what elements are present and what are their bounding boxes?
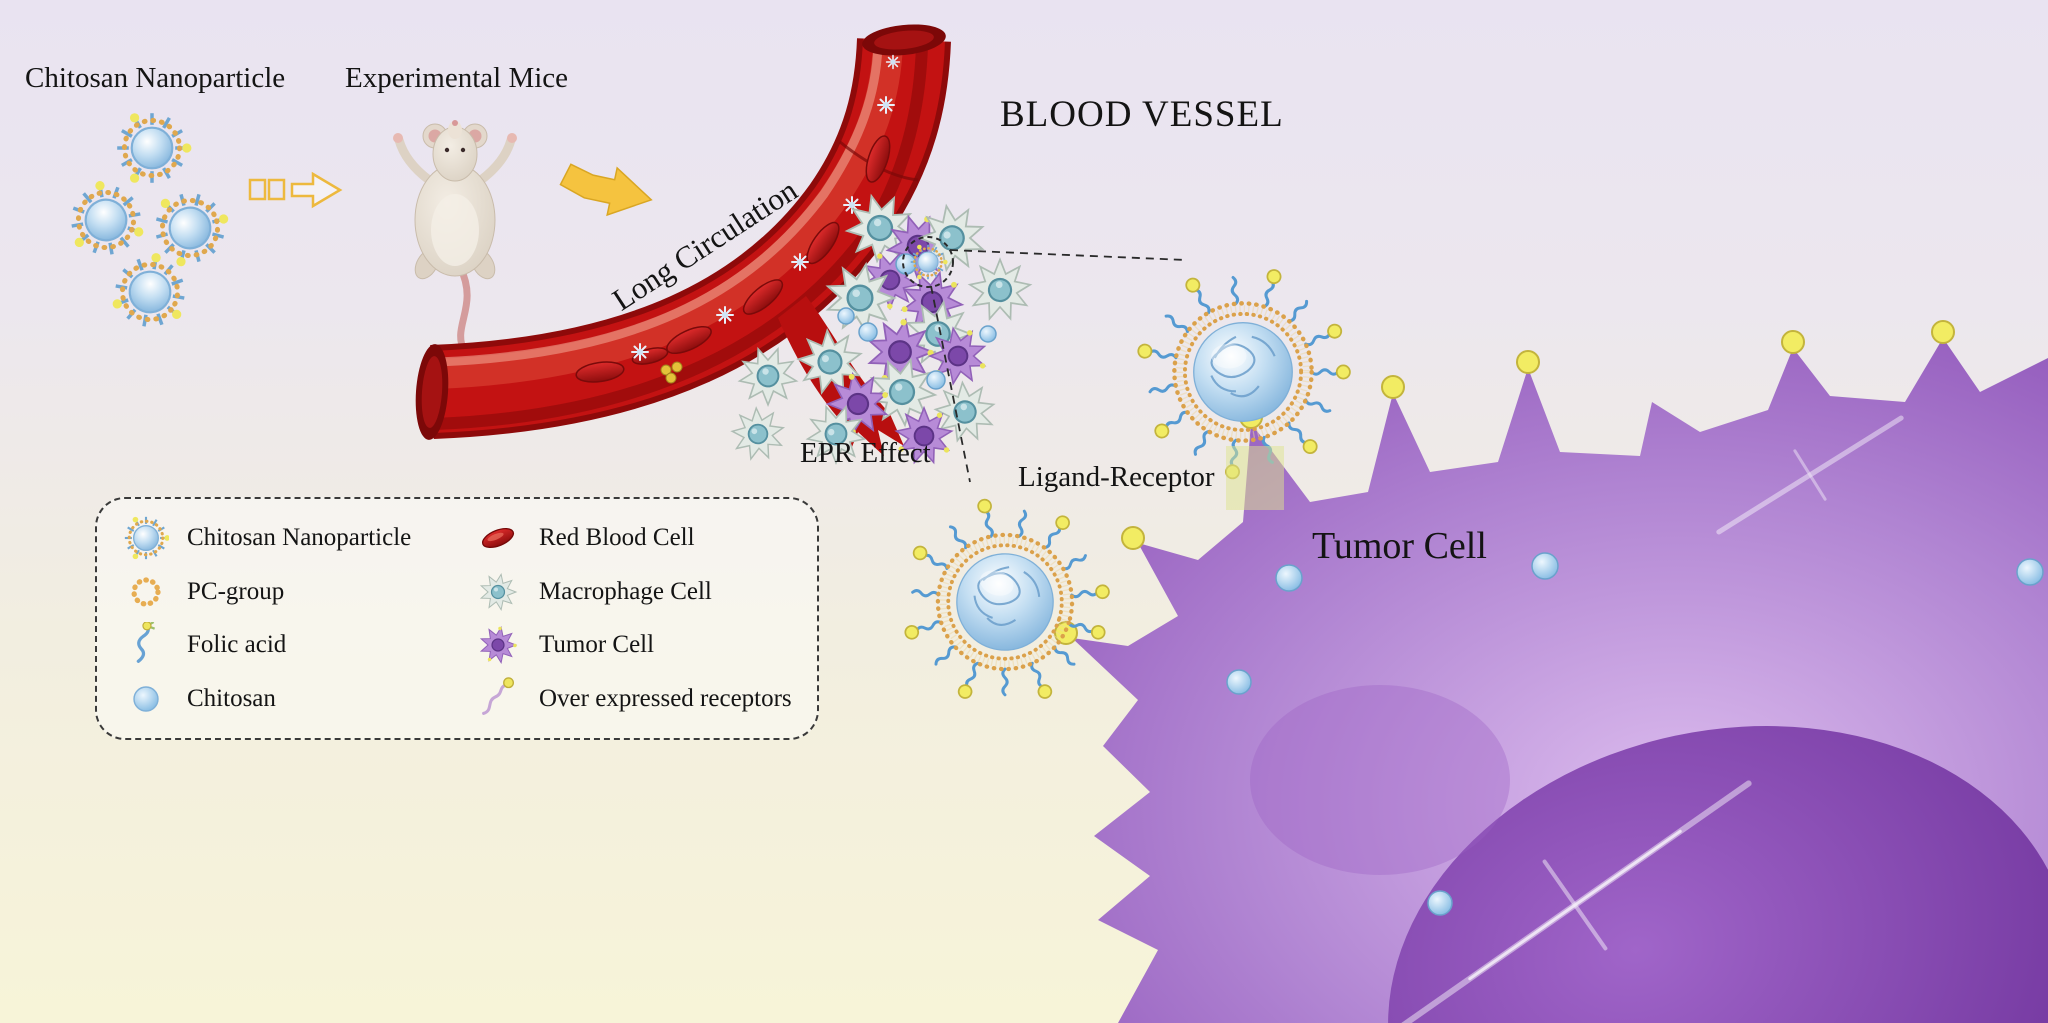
red-blood-cell-icon (481, 527, 515, 548)
legend-item: Folic acid (123, 619, 475, 673)
legend-item: Red Blood Cell (475, 511, 809, 565)
overexpressed-receptor-balls (1054, 320, 1955, 645)
chitosan-nanoparticle-label: Chitosan Nanoparticle (25, 62, 286, 94)
tumor-cell-large (1054, 320, 2048, 1023)
legend-label: Over expressed receptors (539, 685, 792, 713)
chitosan-nanoparticle-icon (123, 515, 169, 561)
nanoparticle-detail-bound (874, 474, 1136, 734)
chitosan-nanoparticles-group (61, 113, 237, 344)
legend-item: Tumor Cell (475, 619, 809, 673)
circulation-arrow (559, 163, 653, 217)
legend-item: PC-group (123, 565, 475, 619)
mouse-illustration (393, 120, 517, 363)
magnify-callout (902, 236, 1187, 483)
macrophage-cell-icon (475, 569, 521, 615)
legend-label: Macrophage Cell (539, 577, 712, 605)
legend-label: Red Blood Cell (539, 523, 695, 551)
callout-line (930, 285, 971, 483)
solid-arrow-icon (559, 163, 653, 217)
missing-glyph-box (248, 178, 267, 201)
ligand-receptor-label: Ligand-Receptor (1018, 461, 1215, 493)
experimental-mice-label: Experimental Mice (345, 62, 569, 94)
red-blood-cells (575, 135, 891, 383)
nucleus-highlight (1398, 780, 1752, 1023)
callout-circle (902, 236, 954, 288)
free-chitosan-dots (837, 253, 997, 390)
legend-item: Chitosan Nanoparticle (123, 511, 475, 565)
legend-label: Chitosan (187, 685, 276, 713)
legend-box: Chitosan Nanoparticle PC-group Folic aci… (95, 497, 819, 740)
blood-vessel (415, 24, 951, 456)
tumor-cell-icon (475, 622, 521, 668)
overexpressed-receptors-icon (482, 677, 515, 716)
chitosan-nanoparticle-icon (117, 113, 191, 183)
outline-arrow-icon (290, 171, 343, 209)
folic-acid-icon (136, 622, 156, 664)
chitosan-icon (133, 686, 159, 712)
chitosan-nanoparticle-icon (61, 175, 155, 266)
legend-label: Chitosan Nanoparticle (187, 523, 412, 551)
epr-effect-label: EPR Effect (800, 437, 931, 469)
macrophage-cell (728, 403, 789, 465)
pc-group-icon (131, 577, 161, 607)
legend-label: PC-group (187, 577, 285, 605)
legend-item: Chitosan (123, 672, 475, 726)
plaque-cluster (660, 361, 683, 384)
cell-cluster (728, 188, 1041, 474)
tumor-nucleus (1388, 726, 2048, 1023)
tumor-cell-label: Tumor Cell (1312, 525, 1487, 567)
legend-label: Tumor Cell (539, 631, 655, 659)
chitosan-dots-on-tumor (1226, 552, 2044, 916)
legend-label: Folic acid (187, 631, 287, 659)
macrophage-cell (960, 250, 1042, 332)
ligand-receptor-highlight (1226, 446, 1284, 510)
membrane-highlight (1716, 415, 1904, 535)
blood-vessel-label: BLOOD VESSEL (1000, 94, 1284, 135)
chitosan-nanoparticle-icon (101, 243, 203, 344)
injection-arrow (248, 171, 343, 209)
chitosan-nanoparticle-icon (147, 184, 237, 270)
legend-grid: Chitosan Nanoparticle PC-group Folic aci… (97, 499, 817, 738)
callout-line (949, 249, 1187, 261)
missing-glyph-box (267, 178, 286, 201)
legend-item: Over expressed receptors (475, 672, 809, 726)
legend-item: Macrophage Cell (475, 565, 809, 619)
